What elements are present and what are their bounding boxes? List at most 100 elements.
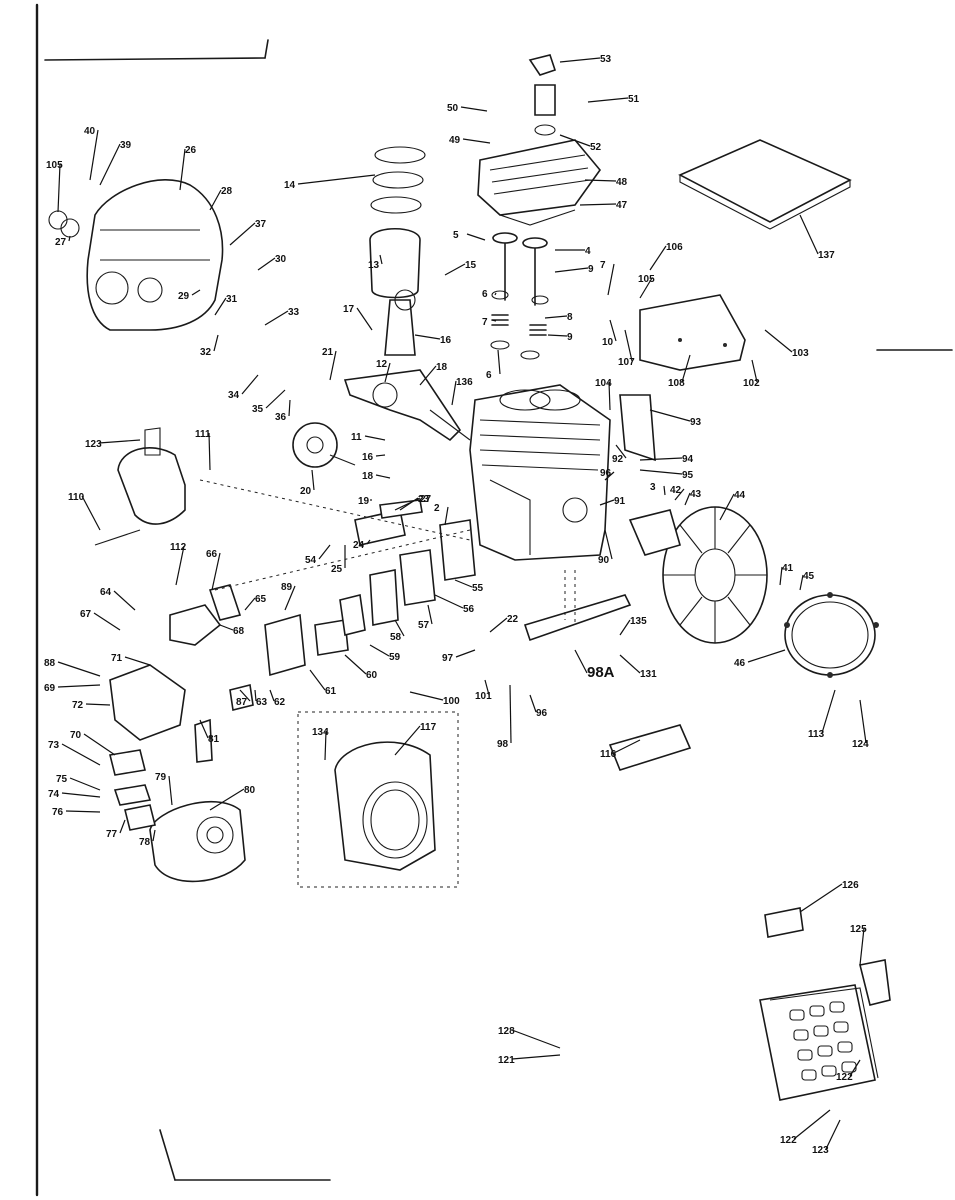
part-number: 98A xyxy=(587,664,615,681)
part-label-54: 54 xyxy=(305,544,331,566)
part-number: 117 xyxy=(420,722,437,733)
leader-line xyxy=(257,257,276,271)
part-label-2: 2 xyxy=(434,503,449,526)
leader-line xyxy=(329,350,337,381)
part-label-12: 12 xyxy=(376,359,391,383)
part-label-88: 88 xyxy=(44,658,101,677)
part-number: 29 xyxy=(178,291,190,302)
part-label-74: 74 xyxy=(48,789,101,800)
leader-line xyxy=(511,1029,561,1049)
cylinder-block xyxy=(469,384,611,561)
part-number: 13 xyxy=(368,260,380,271)
part-number: 34 xyxy=(228,390,240,401)
part-label-97: 97 xyxy=(442,649,476,664)
part-label-110: 110 xyxy=(68,492,101,531)
part-number: 9 xyxy=(567,332,573,343)
leader-line xyxy=(684,492,691,506)
part-number: 19 xyxy=(358,496,370,507)
part-label-80: 80 xyxy=(209,785,256,811)
part-label-89: 89 xyxy=(281,582,296,611)
part-number: 16 xyxy=(440,335,452,346)
part-label-47: 47 xyxy=(579,200,628,211)
leader-line xyxy=(615,444,627,459)
leader-line xyxy=(579,203,617,206)
part-number: 54 xyxy=(305,555,317,566)
leader-line xyxy=(364,435,386,441)
leader-line xyxy=(394,619,405,637)
cam-gear xyxy=(292,422,356,468)
leader-line xyxy=(318,544,331,560)
leader-line xyxy=(674,488,685,501)
part-label-36: 36 xyxy=(275,399,291,423)
part-label-44: 44 xyxy=(719,490,746,521)
part-number: 59 xyxy=(389,652,401,663)
part-number: 100 xyxy=(443,696,460,707)
part-label-113: 113 xyxy=(808,689,836,740)
part-number: 22 xyxy=(507,614,519,625)
part-number: 95 xyxy=(682,470,694,481)
part-label-33: 33 xyxy=(264,307,300,326)
part-number: 103 xyxy=(792,348,809,359)
leader-line xyxy=(559,57,601,63)
leader-line xyxy=(427,604,433,625)
leader-line xyxy=(529,694,537,713)
part-number: 111 xyxy=(195,429,211,440)
part-label-9: 9 xyxy=(554,264,594,275)
part-label-23: 23 xyxy=(399,494,430,511)
valves xyxy=(490,232,549,360)
part-label-29: 29 xyxy=(178,289,201,302)
part-number: 69 xyxy=(44,683,56,694)
part-number: 122 xyxy=(780,1135,797,1146)
part-label-66: 66 xyxy=(206,549,221,591)
part-number: 4 xyxy=(585,246,591,257)
part-label-17: 17 xyxy=(343,304,373,331)
part-number: 71 xyxy=(111,653,123,664)
leader-line xyxy=(288,399,291,417)
leader-line xyxy=(799,574,804,591)
part-label-25: 25 xyxy=(331,545,346,575)
leader-line xyxy=(559,134,591,147)
part-number: 78 xyxy=(139,837,151,848)
carburetor-assembly xyxy=(109,499,476,741)
part-number: 60 xyxy=(366,670,378,681)
leader-line xyxy=(152,829,156,842)
part-number: 40 xyxy=(84,126,96,137)
part-number: 17 xyxy=(343,304,355,315)
part-label-123: 123 xyxy=(85,439,141,450)
leader-line xyxy=(241,374,259,395)
part-label-40: 40 xyxy=(84,126,99,181)
baffle-plate xyxy=(639,294,746,371)
part-label-106: 106 xyxy=(649,242,683,271)
part-label-136: 136 xyxy=(451,377,473,406)
leader-line xyxy=(793,1109,831,1140)
part-label-92: 92 xyxy=(612,444,627,465)
part-number: 75 xyxy=(56,774,68,785)
part-number: 63 xyxy=(256,697,268,708)
leader-line xyxy=(89,129,99,181)
leader-line xyxy=(639,457,683,461)
part-number: 110 xyxy=(68,492,85,503)
part-label-4: 4 xyxy=(555,246,591,257)
leader-line xyxy=(444,263,466,276)
leader-line xyxy=(414,334,441,340)
leader-line xyxy=(394,725,421,756)
leader-line xyxy=(214,297,227,316)
part-label-78: 78 xyxy=(139,829,156,848)
part-label-72: 72 xyxy=(72,700,111,711)
leader-line xyxy=(209,788,245,811)
part-number: 28 xyxy=(221,186,233,197)
leader-line xyxy=(489,617,508,633)
part-number: 107 xyxy=(618,357,635,368)
part-number: 31 xyxy=(226,294,238,305)
part-label-10: 10 xyxy=(602,319,617,348)
starter-cover xyxy=(759,907,891,1101)
part-number: 80 xyxy=(244,785,256,796)
part-label-104: 104 xyxy=(595,378,612,411)
leader-line xyxy=(61,743,101,766)
part-number: 53 xyxy=(600,54,612,65)
part-label-98A: 98A xyxy=(574,649,615,681)
part-label-34: 34 xyxy=(228,374,259,401)
leader-line xyxy=(587,97,629,103)
